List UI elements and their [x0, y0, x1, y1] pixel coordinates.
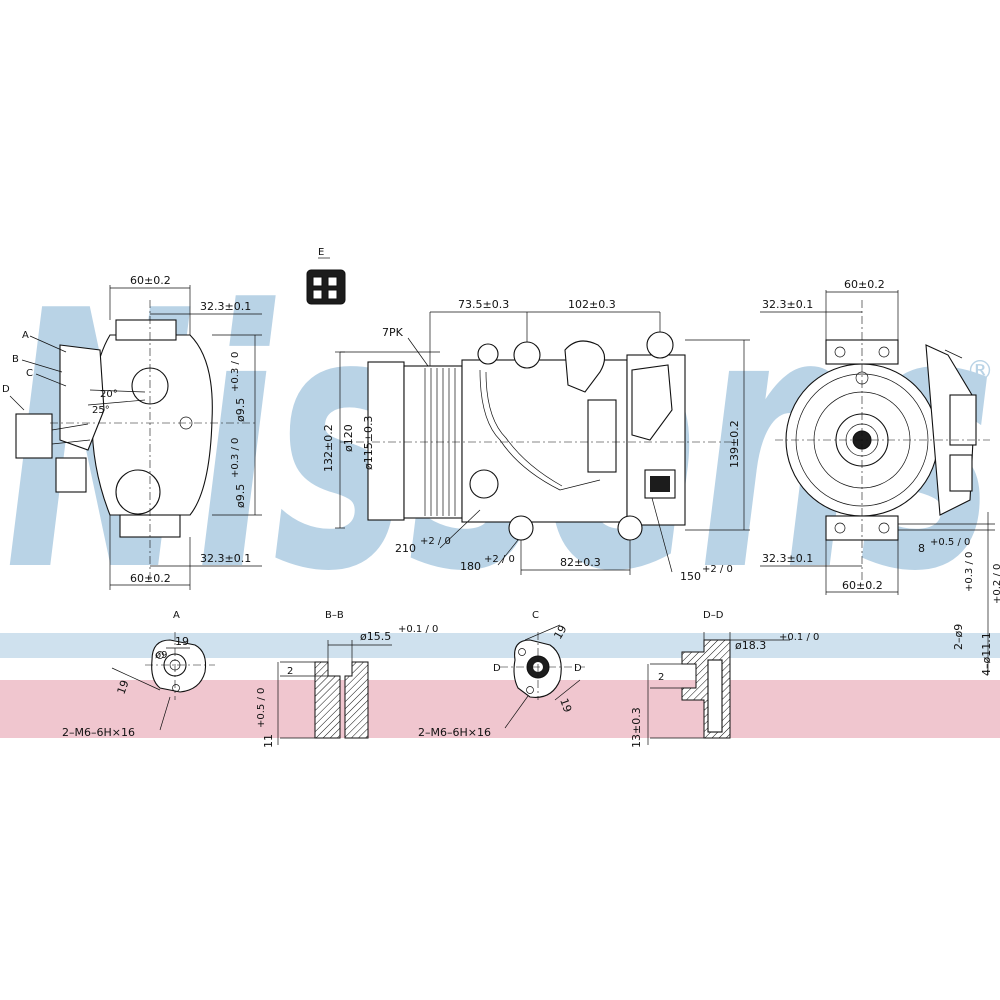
center-dim-bottom: 82±0.3 — [560, 556, 601, 569]
right-dim-side: 8 — [918, 542, 925, 555]
center-dim-height-right: 139±0.2 — [728, 420, 741, 468]
left-lower-port — [115, 469, 161, 515]
left-top-boss — [115, 319, 177, 341]
detail-a-dim-width: 19 — [175, 635, 189, 648]
detail-c-title: C — [532, 610, 539, 621]
left-dim-bore-lower: ø9.5 — [234, 484, 247, 508]
detail-dd-title: D–D — [703, 610, 724, 621]
center-dim-height-left: 132±0.2 — [322, 424, 335, 472]
left-dim-offset-bottom: 32.3±0.1 — [200, 552, 251, 565]
detail-a-dim-dia: ø9 — [155, 650, 167, 661]
detail-dd-dim-dia: ø18.3 — [735, 639, 766, 652]
center-clutch-plate — [367, 361, 405, 521]
detail-c: C 19 D D 19 2–M6–6H×16 — [418, 610, 585, 739]
detail-bb-dim-dia: ø15.5 — [360, 630, 391, 643]
detail-c-marker-right: D — [574, 663, 582, 674]
right-hole-b-tol: +0.2 / 0 — [992, 564, 1000, 604]
left-marker-b: B — [12, 354, 19, 365]
right-dim-offset-top: 32.3±0.1 — [762, 298, 813, 311]
detail-c-marker-left: D — [493, 663, 501, 674]
detail-c-thread: 2–M6–6H×16 — [418, 726, 491, 739]
center-discharge-port — [631, 364, 673, 441]
left-connector-latch — [55, 457, 87, 493]
left-marker-d: D — [2, 384, 10, 395]
center-pulley-label: 7PK — [382, 326, 404, 339]
right-hole-a-tol: +0.3 / 0 — [964, 552, 975, 592]
detail-dd-dim-step: 2 — [658, 672, 664, 683]
detail-bb-section-right — [344, 661, 369, 739]
connector-e-view: E — [306, 247, 346, 305]
right-dim-side-tol: +0.5 / 0 — [930, 537, 970, 548]
detail-a: A 19 ø9 19 2–M6–6H×16 — [62, 610, 215, 739]
right-connector-plug — [949, 394, 977, 446]
right-dim-width-bottom: 60±0.2 — [842, 579, 883, 592]
detail-bb-dim-height: 11 — [262, 734, 275, 748]
left-connector-plug — [15, 413, 53, 459]
right-hole-a: 2–ø9 — [952, 624, 965, 650]
center-view: 73.5±0.3 102±0.3 7PK 132±0.2 ø120 ø115±0… — [322, 298, 750, 583]
detail-bb-title: B–B — [325, 610, 344, 621]
right-dim-width-top: 60±0.2 — [844, 278, 885, 291]
left-dim-bore-lower-tol: +0.3 / 0 — [230, 438, 241, 478]
center-solenoid — [587, 399, 617, 473]
left-marker-a: A — [22, 330, 29, 341]
left-marker-c: C — [26, 368, 33, 379]
center-suction-port — [564, 340, 606, 393]
detail-a-thread: 2–M6–6H×16 — [62, 726, 135, 739]
center-angle-150-tol: +2 / 0 — [702, 564, 733, 575]
detail-dd: D–D ø18.3 +0.1 / 0 2 13±0.3 — [630, 610, 819, 748]
left-dim-width-top: 60±0.2 — [130, 274, 171, 287]
center-fitting — [477, 343, 499, 365]
center-valve — [469, 469, 499, 499]
detail-c-bolt-top — [518, 648, 526, 656]
right-hole-b: 4–ø11.1 — [980, 632, 993, 676]
detail-c-bolt-bottom — [526, 686, 534, 694]
left-angle-25: 25° — [92, 405, 110, 416]
left-dim-bore-upper-tol: +0.3 / 0 — [230, 352, 241, 392]
center-wire-harness — [479, 369, 601, 491]
center-angle-210: 210 — [395, 542, 416, 555]
center-angle-210-tol: +2 / 0 — [420, 536, 451, 547]
detail-a-dim-side: 19 — [115, 678, 132, 696]
center-dia-inner: ø115±0.3 — [362, 416, 375, 470]
center-dim-a: 73.5±0.3 — [458, 298, 509, 311]
watermark-band-pink — [0, 680, 1000, 738]
center-top-left-boss — [513, 341, 541, 369]
detail-a-title: A — [173, 610, 180, 621]
left-dim-width-bottom: 60±0.2 — [130, 572, 171, 585]
left-dim-bore-upper: ø9.5 — [234, 398, 247, 422]
watermark-registered-mark: ® — [966, 354, 994, 387]
detail-dd-dim-dia-tol: +0.1 / 0 — [779, 632, 819, 643]
detail-bb-dim-height-tol: +0.5 / 0 — [256, 688, 267, 728]
detail-bb-section-left — [314, 661, 341, 739]
center-angle-150: 150 — [680, 570, 701, 583]
left-dim-offset-top: 32.3±0.1 — [200, 300, 251, 313]
detail-c-dim-side: 19 — [557, 697, 574, 715]
detail-dd-dim-height: 13±0.3 — [630, 707, 643, 748]
left-view: 20° 25° 60±0.2 32.3±0.1 60±0.2 32.3±0.1 … — [2, 274, 262, 590]
center-top-right-boss — [646, 331, 674, 359]
detail-a-bolt-top — [156, 651, 164, 659]
center-bottom-left-boss — [508, 515, 534, 541]
connector-e-marker: E — [318, 247, 324, 258]
detail-bb-dim-step: 2 — [287, 666, 293, 677]
left-angle-20: 20° — [100, 389, 118, 400]
right-view: 60±0.2 32.3±0.1 32.3±0.1 60±0.2 8 +0.5 /… — [760, 278, 1000, 676]
left-connector-housing — [59, 344, 105, 451]
detail-c-dim-width: 19 — [551, 623, 569, 642]
detail-bb-dim-dia-tol: +0.1 / 0 — [398, 624, 438, 635]
center-dia-outer: ø120 — [342, 424, 355, 452]
center-angle-180: 180 — [460, 560, 481, 573]
center-dim-b: 102±0.3 — [568, 298, 616, 311]
right-dim-offset-bottom: 32.3±0.1 — [762, 552, 813, 565]
center-bottom-right-boss — [617, 515, 643, 541]
detail-bb: B–B ø15.5 +0.1 / 0 2 11 +0.5 / 0 — [256, 610, 438, 748]
detail-a-bolt-bottom — [172, 684, 180, 692]
center-angle-180-tol: +2 / 0 — [484, 554, 515, 565]
